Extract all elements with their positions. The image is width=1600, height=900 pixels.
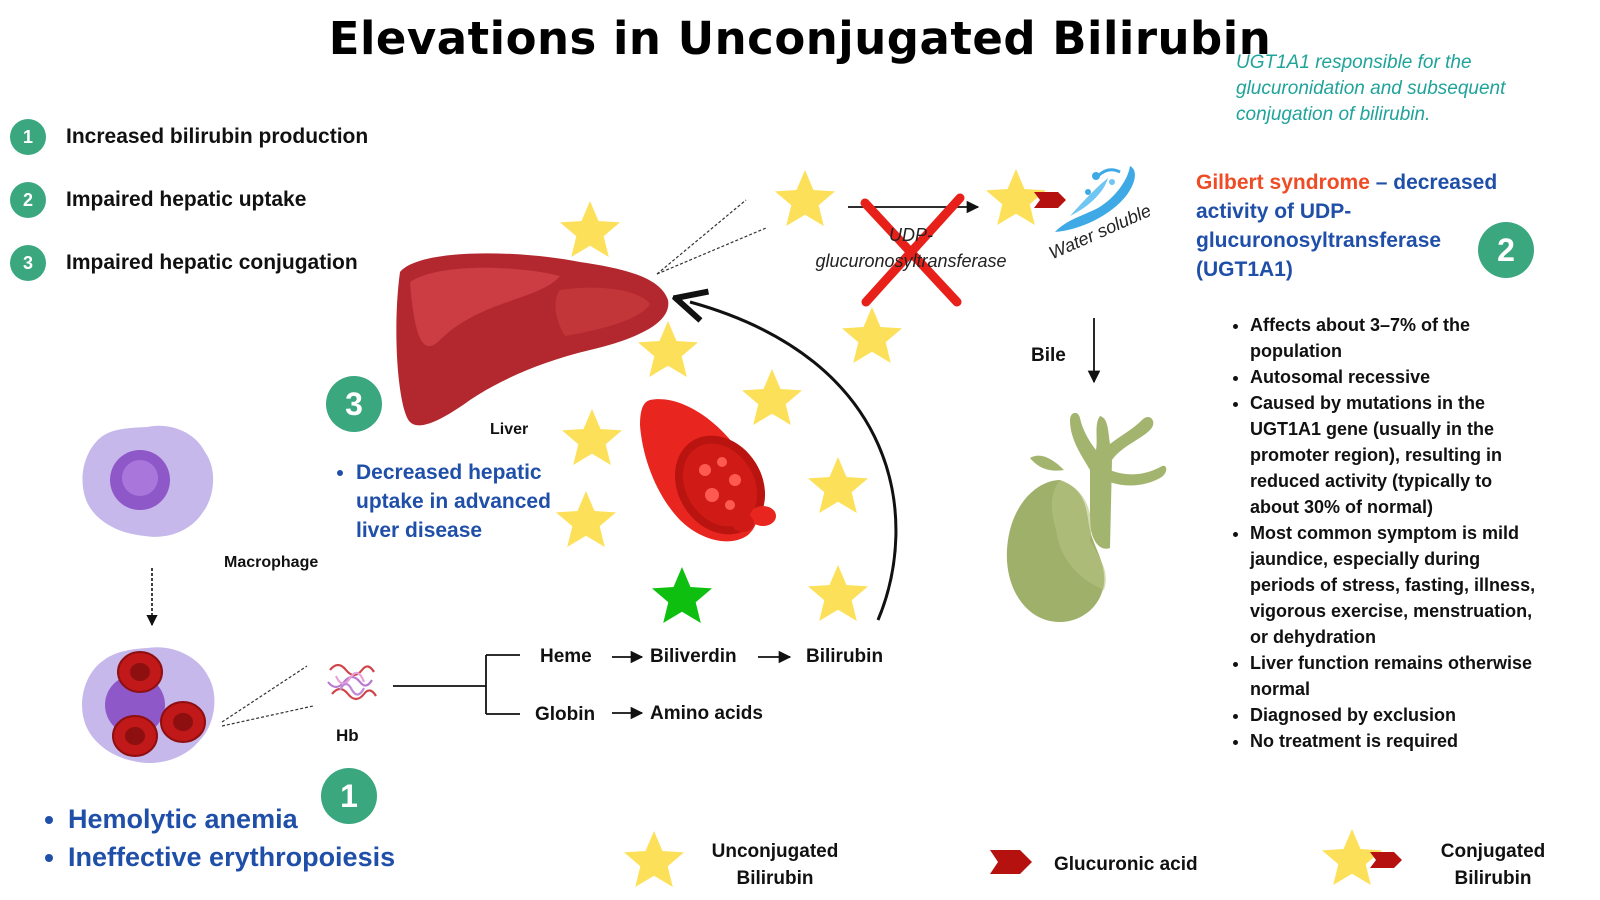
legend-conjugated-label: Conjugated Bilirubin: [1418, 838, 1568, 892]
list-item: Diagnosed by exclusion: [1250, 702, 1542, 728]
star-icon: [742, 369, 802, 425]
gilbert-heading: Gilbert syndrome – decreased activity of…: [1196, 168, 1526, 284]
water-splash-icon: [1055, 166, 1135, 232]
list-item: Ineffective erythropoiesis: [68, 838, 442, 876]
liver-icon: [396, 253, 669, 426]
star-icon: [560, 201, 620, 257]
bilirubin-label: Bilirubin: [806, 646, 884, 667]
macrophage-rbc-icon: [82, 647, 215, 764]
legend-line: Bilirubin: [1454, 868, 1532, 889]
production-list: Hemolytic anemia Ineffective erythropoie…: [42, 800, 442, 876]
cause-label: Impaired hepatic uptake: [66, 188, 307, 211]
enzyme-label: UDP-glucuronosyltransferase: [815, 225, 1007, 271]
legend-star-icon: [624, 831, 684, 887]
list-item: Hemolytic anemia: [68, 800, 442, 838]
cause-badge: 3: [10, 245, 46, 281]
star-icon: [808, 457, 868, 513]
macrophage-icon: [82, 425, 214, 537]
gilbert-badge: 2: [1478, 222, 1534, 278]
legend-line: Bilirubin: [736, 868, 814, 889]
cause-item: 2 Impaired hepatic uptake: [10, 180, 306, 220]
star-icon: [808, 565, 868, 621]
star-icon: [562, 409, 622, 465]
macrophage-label: Macrophage: [224, 554, 319, 571]
list-item: Most common symptom is mild jaundice, es…: [1250, 520, 1542, 650]
legend-line: Unconjugated: [711, 841, 839, 862]
hb-bracket: [393, 654, 520, 715]
page-title: Elevations in Unconjugated Bilirubin: [328, 12, 1272, 65]
cause-item: 3 Impaired hepatic conjugation: [10, 243, 358, 283]
ugt1a1-note: UGT1A1 responsible for the glucuronidati…: [1236, 52, 1506, 125]
uptake-list: Decreased hepatic uptake in advanced liv…: [330, 458, 590, 545]
cause-label: Increased bilirubin production: [66, 125, 369, 148]
production-badge: 1: [321, 768, 377, 824]
red-blood-vessel-icon: [640, 399, 776, 542]
list-item: Affects about 3–7% of the population: [1250, 312, 1542, 364]
globin-label: Globin: [535, 704, 596, 725]
glucuronic-acid-icon: [990, 850, 1032, 874]
hb-label: Hb: [336, 726, 359, 745]
cause-badge: 1: [10, 119, 46, 155]
gallbladder-icon: [1006, 412, 1167, 623]
uptake-badge: 3: [326, 376, 382, 432]
bile-label: Bile: [1031, 345, 1066, 366]
biliverdin-label: Biliverdin: [650, 646, 737, 667]
star-icon: [842, 307, 902, 363]
cause-label: Impaired hepatic conjugation: [66, 251, 358, 274]
red-x-icon: [860, 193, 965, 307]
hemoglobin-icon: [327, 663, 377, 701]
list-item: No treatment is required: [1250, 728, 1542, 754]
gilbert-description: – decreased activity of UDP-glucuronosyl…: [1196, 171, 1498, 281]
conjugated-bilirubin-icon: [986, 169, 1066, 225]
heme-label: Heme: [540, 646, 592, 667]
legend-glucuronic-label: Glucuronic acid: [1054, 854, 1198, 875]
green-star-icon: [652, 567, 712, 623]
zoom-lines: [656, 199, 767, 275]
gilbert-name: Gilbert syndrome: [1196, 171, 1370, 194]
star-icon: [775, 170, 835, 226]
liver-label: Liver: [490, 421, 529, 438]
legend-unconjugated-label: Unconjugated Bilirubin: [690, 838, 860, 892]
list-item: Decreased hepatic uptake in advanced liv…: [356, 458, 590, 545]
cause-badge: 2: [10, 182, 46, 218]
gilbert-facts: Affects about 3–7% of the population Aut…: [1222, 312, 1542, 754]
list-item: Caused by mutations in the UGT1A1 gene (…: [1250, 390, 1542, 520]
list-item: Autosomal recessive: [1250, 364, 1542, 390]
cause-item: 1 Increased bilirubin production: [10, 117, 368, 157]
legend-line: Conjugated: [1440, 841, 1546, 862]
amino-acids-label: Amino acids: [650, 703, 763, 724]
hb-zoom-lines: [221, 665, 314, 727]
list-item: Liver function remains otherwise normal: [1250, 650, 1542, 702]
curved-arrow: [690, 302, 898, 621]
pathway-arrows: [612, 650, 792, 720]
legend-conjugated-icon: [1322, 829, 1402, 885]
